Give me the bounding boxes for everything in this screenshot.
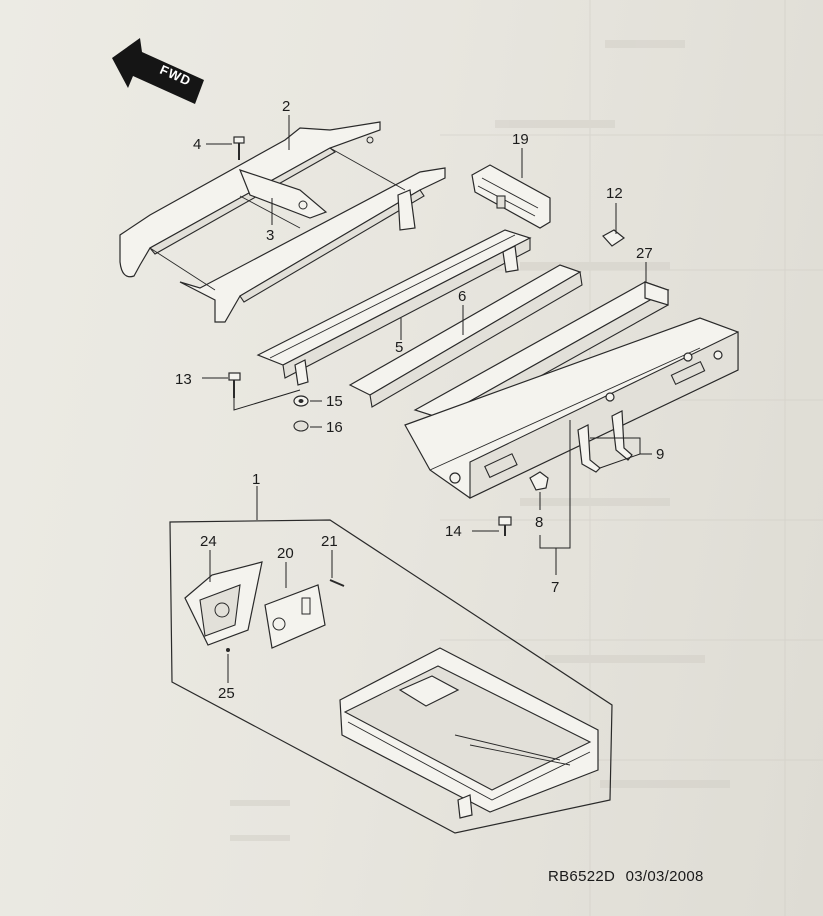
part-20-plate	[264, 584, 326, 649]
callout-19: 19	[512, 131, 529, 148]
callout-25: 25	[218, 685, 235, 702]
part-8-clip	[529, 471, 549, 491]
callout-1: 1	[252, 471, 260, 488]
part-14-bolt	[498, 516, 512, 536]
forward-arrow-icon	[112, 38, 204, 104]
callout-5: 5	[395, 339, 403, 356]
part-6-outer-rail	[348, 264, 583, 408]
storage-tray	[339, 647, 599, 819]
callout-2: 2	[282, 98, 290, 115]
part-2-upper-frame	[119, 121, 446, 323]
part-25-screw	[226, 648, 230, 652]
diagram-date: 03/03/2008	[625, 868, 704, 885]
fwd-direction-marker: FWD	[112, 38, 204, 104]
callout-13: 13	[175, 371, 192, 388]
part-13-bolt	[228, 372, 241, 398]
callout-21: 21	[321, 533, 338, 550]
callout-16: 16	[326, 419, 343, 436]
diagram-footer: RB6522D 03/03/2008	[548, 868, 704, 885]
callout-20: 20	[277, 545, 294, 562]
part-7-main-frame	[404, 317, 739, 499]
callout-labels: 2 4 3 19 12 27 6 5 13 15 16 9 1 14 8 7 2…	[175, 98, 664, 702]
callout-4: 4	[193, 136, 201, 153]
part-24-housing	[184, 561, 263, 646]
callout-15: 15	[326, 393, 343, 410]
callout-8: 8	[535, 514, 543, 531]
callout-12: 12	[606, 185, 623, 202]
part-9-brackets	[577, 410, 633, 473]
callout-3: 3	[266, 227, 274, 244]
part-12-clip	[602, 229, 626, 247]
part-1-assembly-outline	[169, 519, 613, 834]
part-21-screw	[329, 579, 345, 587]
callout-27: 27	[636, 245, 653, 262]
callout-6: 6	[458, 288, 466, 305]
part-5-seat-rail	[256, 229, 532, 386]
part-4-bolt	[233, 136, 245, 160]
part-19-bracket	[471, 164, 551, 229]
diagram-code: RB6522D	[548, 868, 616, 885]
part-16-nut	[293, 420, 309, 432]
callout-7: 7	[551, 579, 559, 596]
callout-24: 24	[200, 533, 217, 550]
callout-14: 14	[445, 523, 462, 540]
callout-9: 9	[656, 446, 664, 463]
part-15-washer	[293, 395, 309, 407]
leader-lines	[202, 115, 652, 683]
